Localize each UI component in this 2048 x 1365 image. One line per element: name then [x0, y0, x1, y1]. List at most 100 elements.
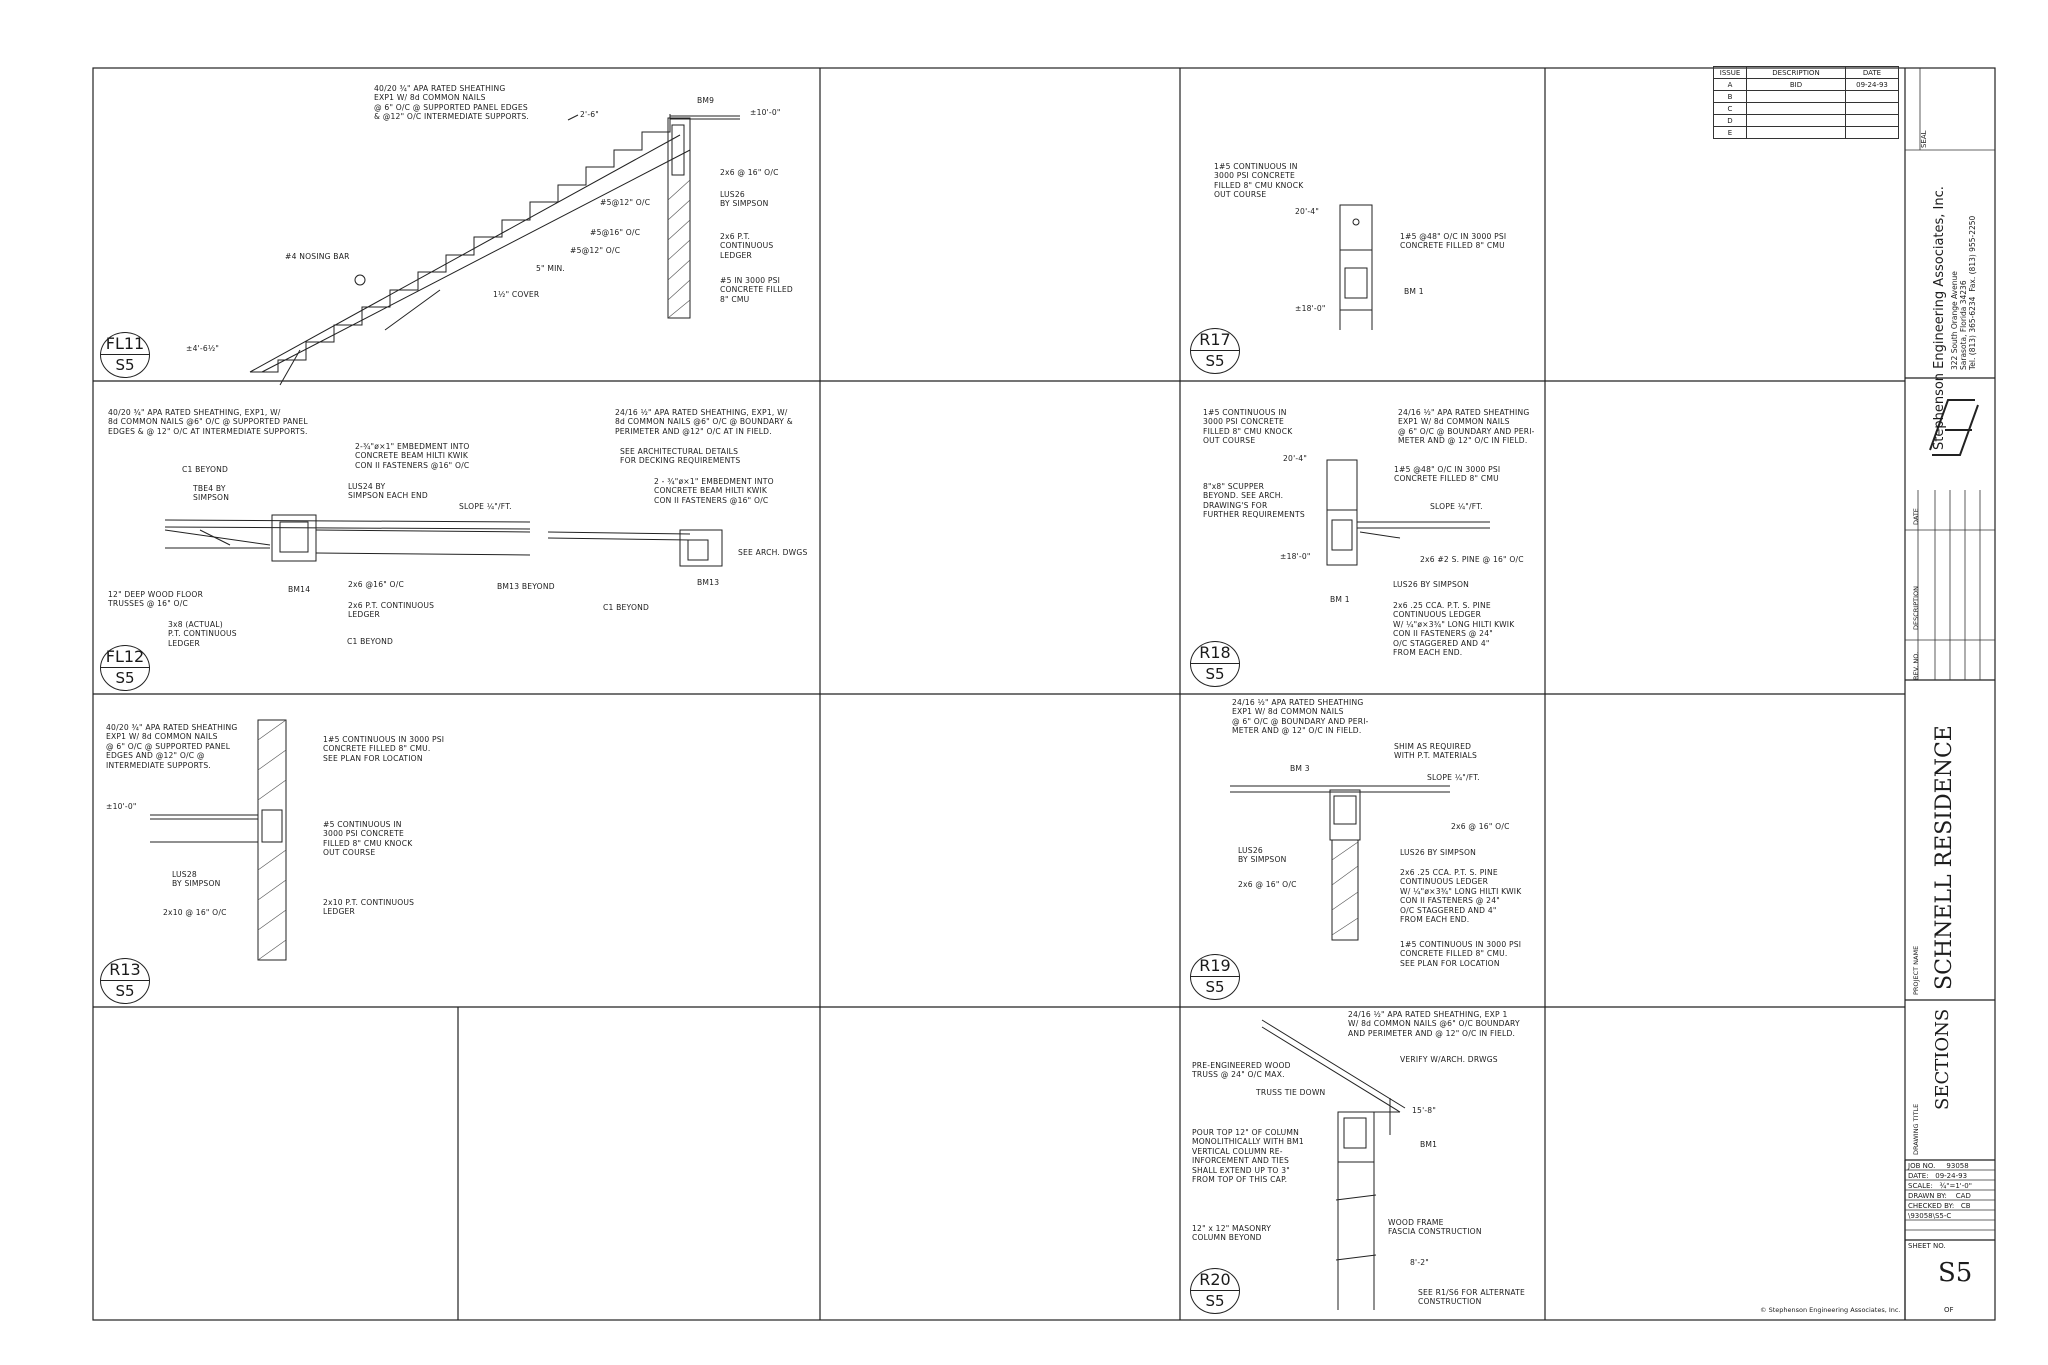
- file-path: \93058\S5-C: [1908, 1212, 1952, 1220]
- detail-tag-r17: R17 S5: [1190, 328, 1240, 374]
- rev-date-header: DATE: [1912, 508, 1920, 525]
- fl11-note-bar-5-12b: #5@12" O/C: [570, 246, 621, 255]
- title-block-rows: [1905, 68, 1995, 1231]
- r20-note-tiedown: TRUSS TIE DOWN: [1256, 1088, 1326, 1097]
- fl11-note-joist: 2x6 @ 16" O/C: [720, 168, 779, 177]
- job-no: JOB NO. 93058: [1908, 1162, 1969, 1170]
- fl12-note-trusses: 12" DEEP WOOD FLOOR TRUSSES @ 16" O/C: [108, 590, 204, 609]
- issue-cell: B: [1713, 90, 1747, 103]
- sheet-grid: [92, 67, 1996, 1321]
- issue-cell: [1845, 114, 1899, 127]
- sheet-no-label: SHEET NO.: [1908, 1242, 1946, 1250]
- fl12-note-see-arch-dwgs: SEE ARCH. DWGS: [738, 548, 808, 557]
- issue-cell: E: [1713, 126, 1747, 139]
- r18-note-ledger: 2x6 .25 CCA. P.T. S. PINE CONTINUOUS LED…: [1393, 601, 1515, 658]
- r17-drawing: [1339, 204, 1373, 330]
- fl11-note-bar-5-16: #5@16" O/C: [590, 228, 641, 237]
- r19-note-ledger: 2x6 .25 CCA. P.T. S. PINE CONTINUOUS LED…: [1400, 868, 1522, 925]
- r20-note-elev-top: 15'-8": [1412, 1106, 1437, 1115]
- issue-row: B: [1713, 90, 1899, 103]
- r13-note-ledger: 2x10 P.T. CONTINUOUS LEDGER: [323, 898, 415, 917]
- detail-tag-r19: R19 S5: [1190, 954, 1240, 1000]
- detail-sheet: S5: [1205, 352, 1225, 370]
- fl11-note-run: 2'-6": [580, 110, 599, 119]
- date-header: DATE: [1845, 66, 1899, 79]
- fl11-note-lus26: LUS26 BY SIMPSON: [720, 190, 769, 209]
- drawing-scale: SCALE: ¾"=1'-0": [1908, 1182, 1972, 1190]
- fl11-note-elev-bot: ±4'-6½": [186, 344, 220, 353]
- issue-cell: D: [1713, 114, 1747, 127]
- fl11-note-elev-top: ±10'-0": [750, 108, 781, 117]
- r19-note-joist: 2x6 @ 16" O/C: [1451, 822, 1510, 831]
- issue-cell: 09-24-93: [1845, 78, 1899, 91]
- r18-note-elev-bot: ±18'-0": [1280, 552, 1311, 561]
- firm-address: 322 South Orange Avenue Sarasota, Florid…: [1950, 215, 1977, 370]
- drawing-title-label: DRAWING TITLE: [1912, 1103, 1920, 1155]
- detail-sheet: S5: [1205, 1292, 1225, 1310]
- r19-note-sheathing: 24/16 ½" APA RATED SHEATHING EXP1 W/ 8d …: [1232, 698, 1369, 736]
- seal-label: SEAL: [1920, 130, 1928, 148]
- fl12-note-bm13: BM13: [697, 578, 720, 587]
- fl12-note-c1-beyond3: C1 BEYOND: [347, 637, 394, 646]
- r17-note-elev-bot: ±18'-0": [1295, 304, 1326, 313]
- fl12-note-sheathing: 40/20 ¾" APA RATED SHEATHING, EXP1, W/ 8…: [108, 408, 308, 436]
- fl11-note-min5: 5" MIN.: [536, 264, 566, 273]
- r20-note-alt: SEE R1/S6 FOR ALTERNATE CONSTRUCTION: [1418, 1288, 1526, 1307]
- fl12-note-sheathing2: 24/16 ½" APA RATED SHEATHING, EXP1, W/ 8…: [615, 408, 793, 436]
- r20-note-column: 12" x 12" MASONRY COLUMN BEYOND: [1192, 1224, 1272, 1243]
- issue-cell: [1746, 102, 1846, 115]
- issue-cell: [1746, 114, 1846, 127]
- issue-table: ISSUE DESCRIPTION DATE A BID 09-24-93 B …: [1713, 66, 1899, 139]
- fl11-note-cmu: #5 IN 3000 PSI CONCRETE FILLED 8" CMU: [720, 276, 793, 304]
- r19-note-cont: 1#5 CONTINUOUS IN 3000 PSI CONCRETE FILL…: [1400, 940, 1522, 968]
- sheet-number: S5: [1938, 1258, 1973, 1288]
- fl12-note-tbe4: TBE4 BY SIMPSON: [193, 484, 230, 503]
- r19-note-lus26-right: LUS26 BY SIMPSON: [1400, 848, 1477, 857]
- fl12-note-ledger: 2x6 P.T. CONTINUOUS LEDGER: [348, 601, 435, 620]
- detail-sheet: S5: [115, 356, 135, 374]
- r13-note-joist: 2x10 @ 16" O/C: [163, 908, 227, 917]
- fl12-note-bm14: BM14: [288, 585, 311, 594]
- r19-hatch: [1331, 841, 1359, 936]
- fl11-note-bar-5-12: #5@12" O/C: [600, 198, 651, 207]
- copyright: © Stephenson Engineering Associates, Inc…: [1760, 1306, 1901, 1314]
- issue-cell: [1746, 126, 1846, 139]
- r20-drawing: [1261, 1019, 1406, 1310]
- rev-description-header: DESCRIPTION: [1912, 586, 1920, 630]
- detail-number: R18: [1199, 643, 1231, 662]
- r19-note-bm3: BM 3: [1290, 764, 1310, 773]
- r13-note-sheathing: 40/20 ¾" APA RATED SHEATHING EXP1 W/ 8d …: [106, 723, 238, 770]
- detail-tag-fl11: FL11 S5: [100, 332, 150, 378]
- r20-note-bm1: BM1: [1420, 1140, 1438, 1149]
- fl12-note-c1-beyond: C1 BEYOND: [182, 465, 229, 474]
- issue-cell: [1746, 90, 1846, 103]
- sheet-of-label: OF: [1944, 1306, 1954, 1314]
- r20-note-pour: POUR TOP 12" OF COLUMN MONOLITHICALLY WI…: [1192, 1128, 1304, 1185]
- fl12-note-c1-beyond2: C1 BEYOND: [603, 603, 650, 612]
- fl12-note-see-arch: SEE ARCHITECTURAL DETAILS FOR DECKING RE…: [620, 447, 741, 466]
- issue-row: E: [1713, 126, 1899, 139]
- r13-note-lus28: LUS28 BY SIMPSON: [172, 870, 221, 889]
- fl11-stair-drawing: [249, 114, 740, 386]
- issue-cell: [1845, 102, 1899, 115]
- detail-tag-fl12: FL12 S5: [100, 645, 150, 691]
- r13-note-cont: 1#5 CONTINUOUS IN 3000 PSI CONCRETE FILL…: [323, 735, 445, 763]
- issue-cell: BID: [1746, 78, 1846, 91]
- fl12-note-embed2: 2 - ¾"ø×1" EMBEDMENT INTO CONCRETE BEAM …: [654, 477, 774, 505]
- detail-sheet: S5: [115, 669, 135, 687]
- fl11-note-cover: 1½" COVER: [493, 290, 540, 299]
- fl12-note-actual: 3x8 (ACTUAL) P.T. CONTINUOUS LEDGER: [168, 620, 237, 648]
- issue-row: D: [1713, 114, 1899, 127]
- r20-note-truss: PRE-ENGINEERED WOOD TRUSS @ 24" O/C MAX.: [1192, 1061, 1291, 1080]
- detail-number: R17: [1199, 330, 1231, 349]
- r18-note-sheathing: 24/16 ½" APA RATED SHEATHING EXP1 W/ 8d …: [1398, 408, 1535, 446]
- issue-header: ISSUE: [1713, 66, 1747, 79]
- r20-note-fascia: WOOD FRAME FASCIA CONSTRUCTION: [1388, 1218, 1482, 1237]
- detail-number: R20: [1199, 1270, 1231, 1289]
- detail-sheet: S5: [1205, 978, 1225, 996]
- detail-number: R13: [109, 960, 141, 979]
- fl11-note-sheathing: 40/20 ¾" APA RATED SHEATHING EXP1 W/ 8d …: [374, 84, 529, 122]
- fl11-hatch: [667, 179, 691, 319]
- r18-note-slope: SLOPE ¼"/FT.: [1430, 502, 1483, 511]
- r18-note-elev-top: 20'-4": [1283, 454, 1308, 463]
